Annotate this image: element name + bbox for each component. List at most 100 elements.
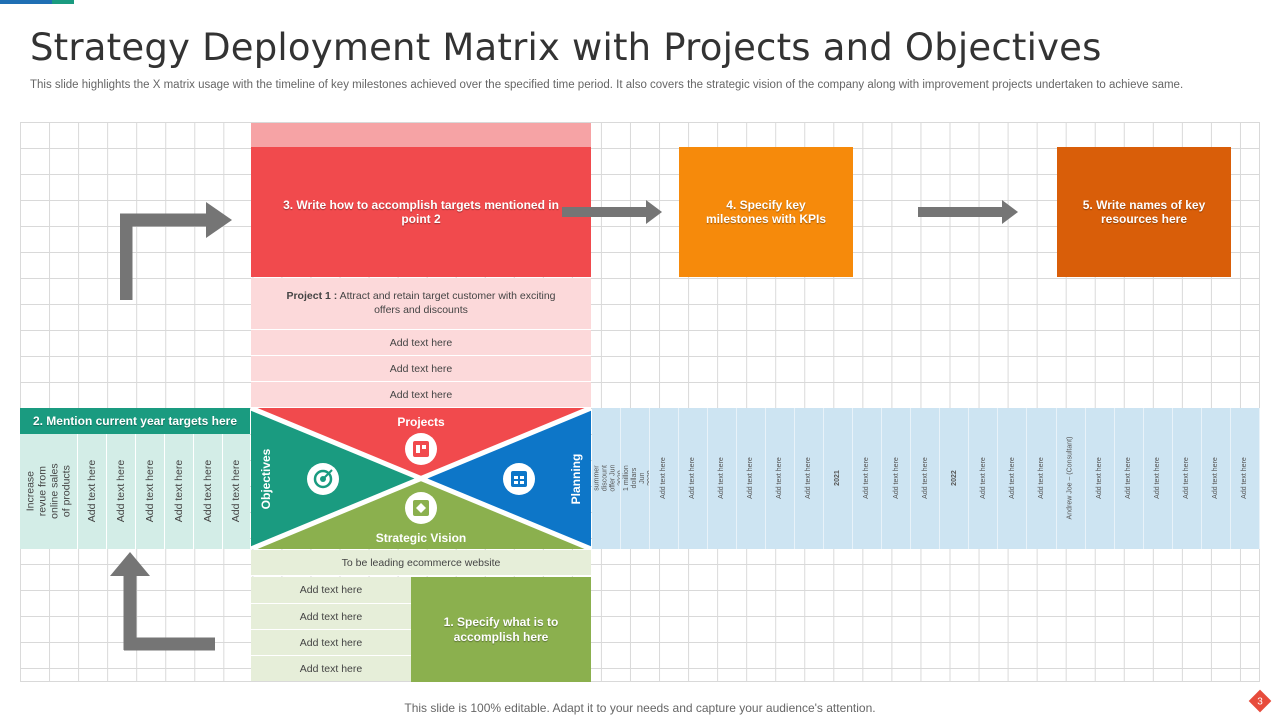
project-1-description: Attract and retain target customer with …: [339, 290, 556, 316]
projects-header-band: [251, 123, 591, 147]
planning-column[interactable]: Add text here: [911, 408, 941, 549]
planning-label: Add text here: [979, 457, 987, 500]
planning-column[interactable]: 2022: [940, 408, 970, 549]
bend-arrow-up: [110, 552, 215, 651]
planning-column[interactable]: Add text here: [1202, 408, 1231, 549]
step4-box[interactable]: 4. Specify key milestones with KPIs: [679, 147, 853, 277]
planning-label: Add text here: [1095, 457, 1103, 500]
planning-label: Add text here: [1211, 457, 1219, 500]
planning-timeline: Introduce summer discount offer Jun 2020…: [592, 408, 1260, 549]
accent-bar-blue: [0, 0, 52, 4]
planning-label: Add text here: [863, 457, 871, 500]
planning-label: Add text here: [1153, 457, 1161, 500]
planning-column[interactable]: Add text here: [737, 408, 767, 549]
planning-column[interactable]: Andrew Joe – (Consultant): [1057, 408, 1086, 549]
footer-text: This slide is 100% editable. Adapt it to…: [404, 701, 876, 715]
project-row[interactable]: Add text here: [251, 382, 591, 408]
project-row[interactable]: Add text here: [251, 356, 591, 382]
planning-label: Introduce summer discount offer Jun 2020: [592, 464, 622, 493]
step1-box[interactable]: 1. Specify what is to accomplish here: [411, 577, 591, 682]
target-column[interactable]: Add text here: [194, 434, 223, 549]
planning-column[interactable]: Add text here: [969, 408, 999, 549]
planning-label: Add text here: [1124, 457, 1132, 500]
step2-header[interactable]: 2. Mention current year targets here: [20, 408, 250, 434]
vision-row[interactable]: Add text here: [251, 629, 411, 655]
planning-label: Add text here: [1008, 457, 1016, 500]
planning-column[interactable]: Add text here: [1173, 408, 1202, 549]
step1-label: 1. Specify what is to accomplish here: [443, 615, 559, 644]
x-matrix-bottom-label: Strategic Vision: [376, 531, 466, 545]
planning-label: Add text here: [747, 457, 755, 500]
vision-main-row[interactable]: To be leading ecommerce website: [251, 550, 591, 576]
planning-label: Add text here: [660, 457, 668, 500]
x-matrix: Projects Strategic Vision Objectives Pla…: [251, 408, 591, 549]
arrow-right-to-resources: [918, 200, 1018, 224]
planning-label: Add text here: [1240, 457, 1248, 500]
step3-label: 3. Write how to accomplish targets menti…: [283, 197, 559, 226]
target-column[interactable]: Add text here: [223, 434, 250, 549]
planning-column[interactable]: Sales – 1 million dollars Jun 2020: [621, 408, 651, 549]
planning-column[interactable]: Add text here: [766, 408, 796, 549]
step2-label: 2. Mention current year targets here: [32, 413, 238, 428]
planning-column[interactable]: Add text here: [1086, 408, 1115, 549]
accent-bar-teal: [52, 0, 74, 4]
presentation-icon: [405, 433, 437, 465]
vision-row[interactable]: Add text here: [251, 655, 411, 681]
target-column[interactable]: Add text here: [165, 434, 194, 549]
planning-label: 2022: [950, 470, 958, 487]
project-row[interactable]: Add text here: [251, 330, 591, 356]
planning-column[interactable]: Add text here: [882, 408, 912, 549]
planning-column[interactable]: Introduce summer discount offer Jun 2020: [592, 408, 622, 549]
planning-label: Sales – 1 million dollars Jun 2020: [621, 465, 651, 492]
target-icon: [307, 463, 339, 495]
calendar-icon: [503, 463, 535, 495]
step3-box[interactable]: 3. Write how to accomplish targets menti…: [251, 147, 591, 277]
target-label: Add text here: [201, 460, 214, 523]
target-column[interactable]: Increase revue from online sales of prod…: [20, 434, 78, 549]
step5-box[interactable]: 5. Write names of key resources here: [1057, 147, 1231, 277]
planning-column[interactable]: Add text here: [650, 408, 680, 549]
arrow-right-to-milestones: [562, 200, 662, 224]
step4-label: 4. Specify key milestones with KPIs: [705, 197, 827, 226]
planning-column[interactable]: Add text here: [1027, 408, 1057, 549]
target-column[interactable]: Add text here: [107, 434, 136, 549]
planning-label: Andrew Joe – (Consultant): [1066, 437, 1074, 520]
target-label: Increase revue from online sales of prod…: [24, 463, 73, 520]
planning-column[interactable]: Add text here: [679, 408, 709, 549]
x-matrix-top-label: Projects: [397, 415, 445, 429]
planning-label: 2021: [834, 470, 842, 487]
target-column[interactable]: Add text here: [136, 434, 165, 549]
planning-column[interactable]: Add text here: [708, 408, 738, 549]
planning-label: Add text here: [921, 457, 929, 500]
page-number: 3: [1257, 697, 1263, 708]
vision-row[interactable]: Add text here: [251, 577, 411, 603]
planning-column[interactable]: Add text here: [1144, 408, 1173, 549]
target-label: Add text here: [114, 460, 127, 523]
targets-columns: Increase revue from online sales of prod…: [20, 434, 250, 549]
planning-label: Add text here: [1182, 457, 1190, 500]
project-1-text: Project 1 : Attract and retain target cu…: [281, 290, 561, 316]
planning-label: Add text here: [892, 457, 900, 500]
x-matrix-right-label: Planning: [569, 454, 583, 505]
target-column[interactable]: Add text here: [78, 434, 107, 549]
project-1-label: Project 1 :: [286, 290, 338, 303]
page-subtitle: This slide highlights the X matrix usage…: [30, 79, 1184, 91]
planning-column[interactable]: Add text here: [795, 408, 825, 549]
planning-column[interactable]: Add text here: [853, 408, 883, 549]
step5-label: 5. Write names of key resources here: [1082, 197, 1206, 226]
planning-label: Add text here: [718, 457, 726, 500]
planning-column[interactable]: Add text here: [1231, 408, 1260, 549]
page-title: Strategy Deployment Matrix with Projects…: [30, 26, 1102, 69]
planning-label: Add text here: [689, 457, 697, 500]
planning-label: Add text here: [776, 457, 784, 500]
planning-label: Add text here: [805, 457, 813, 500]
target-label: Add text here: [172, 460, 185, 523]
target-label: Add text here: [143, 460, 156, 523]
planning-column[interactable]: Add text here: [1115, 408, 1144, 549]
planning-column[interactable]: 2021: [824, 408, 854, 549]
planning-column[interactable]: Add text here: [998, 408, 1028, 549]
target-label: Add text here: [85, 460, 98, 523]
x-matrix-left-label: Objectives: [259, 448, 273, 509]
project-1-row[interactable]: Project 1 : Attract and retain target cu…: [251, 278, 591, 330]
vision-row[interactable]: Add text here: [251, 603, 411, 629]
